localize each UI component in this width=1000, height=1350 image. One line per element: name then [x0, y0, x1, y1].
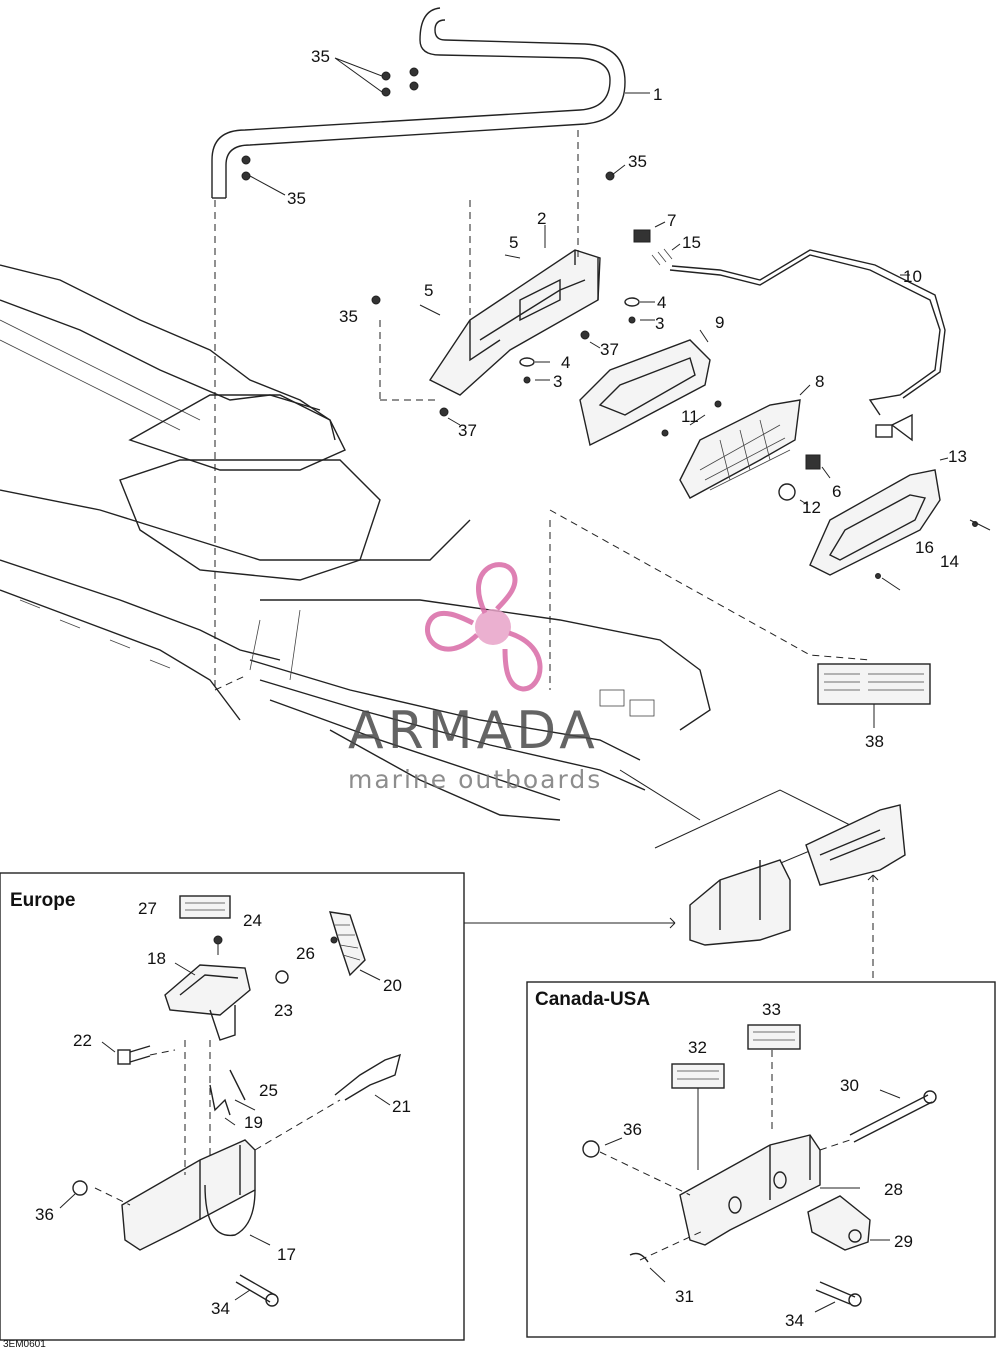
callout-18: 18: [147, 949, 166, 968]
callout-7: 7: [667, 211, 676, 230]
callout-25: 25: [259, 1081, 278, 1100]
callout-11: 11: [681, 407, 699, 426]
callout-3-right: 3: [655, 314, 664, 333]
callout-28: 28: [884, 1180, 903, 1199]
callout-labels: 1 35 35 35 35 2 5 5 4 3 4 3 37 37 7 15 1…: [3, 47, 967, 1350]
warning-decal: [817, 663, 931, 728]
callout-13: 13: [948, 447, 967, 466]
callout-34-europe: 34: [211, 1299, 230, 1318]
callout-29: 29: [894, 1232, 913, 1251]
callout-37-left: 37: [458, 421, 477, 440]
callout-24: 24: [243, 911, 262, 930]
taillight-cover: [809, 457, 991, 591]
callout-8: 8: [815, 372, 824, 391]
callout-1: 1: [653, 85, 662, 104]
hitch-preview: [619, 769, 906, 946]
wiring-harness: [633, 221, 946, 442]
europe-panel: [0, 872, 676, 1341]
callout-20: 20: [383, 976, 402, 995]
callout-37-right: 37: [600, 340, 619, 359]
propeller-logo: [425, 562, 543, 692]
callout-14: 14: [940, 552, 959, 571]
callout-21: 21: [392, 1097, 411, 1116]
grab-handle: [211, 7, 650, 199]
callout-23: 23: [274, 1001, 293, 1020]
callout-27: 27: [138, 899, 157, 918]
callout-10: 10: [903, 267, 922, 286]
callout-12: 12: [802, 498, 821, 517]
callout-35-bracket: 35: [339, 307, 358, 326]
snowmobile-body: [0, 264, 711, 821]
watermark-brand: ARMADA: [348, 701, 599, 761]
callout-17: 17: [277, 1245, 296, 1264]
callout-38: 38: [865, 732, 884, 751]
callout-30: 30: [840, 1076, 859, 1095]
handle-screws: [241, 57, 626, 196]
bracket-hardware: [371, 295, 655, 426]
callout-2: 2: [537, 209, 546, 228]
taillight-lens: [679, 384, 831, 506]
figure-code: 3EM0601: [3, 1339, 46, 1350]
callout-6: 6: [832, 482, 841, 501]
callout-31: 31: [675, 1287, 694, 1306]
callout-34-canada: 34: [785, 1311, 804, 1330]
callout-5-left: 5: [424, 281, 433, 300]
callout-4-left: 4: [561, 353, 570, 372]
watermark-tagline: marine outboards: [348, 765, 602, 794]
callout-22: 22: [73, 1031, 92, 1050]
region-title-europe: Europe: [10, 890, 75, 911]
callout-35-top: 35: [311, 47, 330, 66]
callout-5-top: 5: [509, 233, 518, 252]
callout-4-right: 4: [657, 293, 666, 312]
armada-watermark: ARMADA marine outboards: [348, 562, 602, 794]
callout-16: 16: [915, 538, 934, 557]
canada-usa-panel: [526, 874, 996, 1338]
taillight-bracket: [419, 225, 601, 396]
callout-26: 26: [296, 944, 315, 963]
callout-32: 32: [688, 1038, 707, 1057]
callout-9: 9: [715, 313, 724, 332]
callout-15: 15: [682, 233, 701, 252]
callout-35-right: 35: [628, 152, 647, 171]
callout-3-left: 3: [553, 372, 562, 391]
callout-36-europe: 36: [35, 1205, 54, 1224]
callout-19: 19: [244, 1113, 263, 1132]
assembly-guides: [214, 130, 871, 691]
region-title-canada-usa: Canada-USA: [535, 989, 650, 1010]
callout-33: 33: [762, 1000, 781, 1019]
callout-36-canada: 36: [623, 1120, 642, 1139]
callout-35-left: 35: [287, 189, 306, 208]
taillight-housing: [579, 329, 722, 447]
